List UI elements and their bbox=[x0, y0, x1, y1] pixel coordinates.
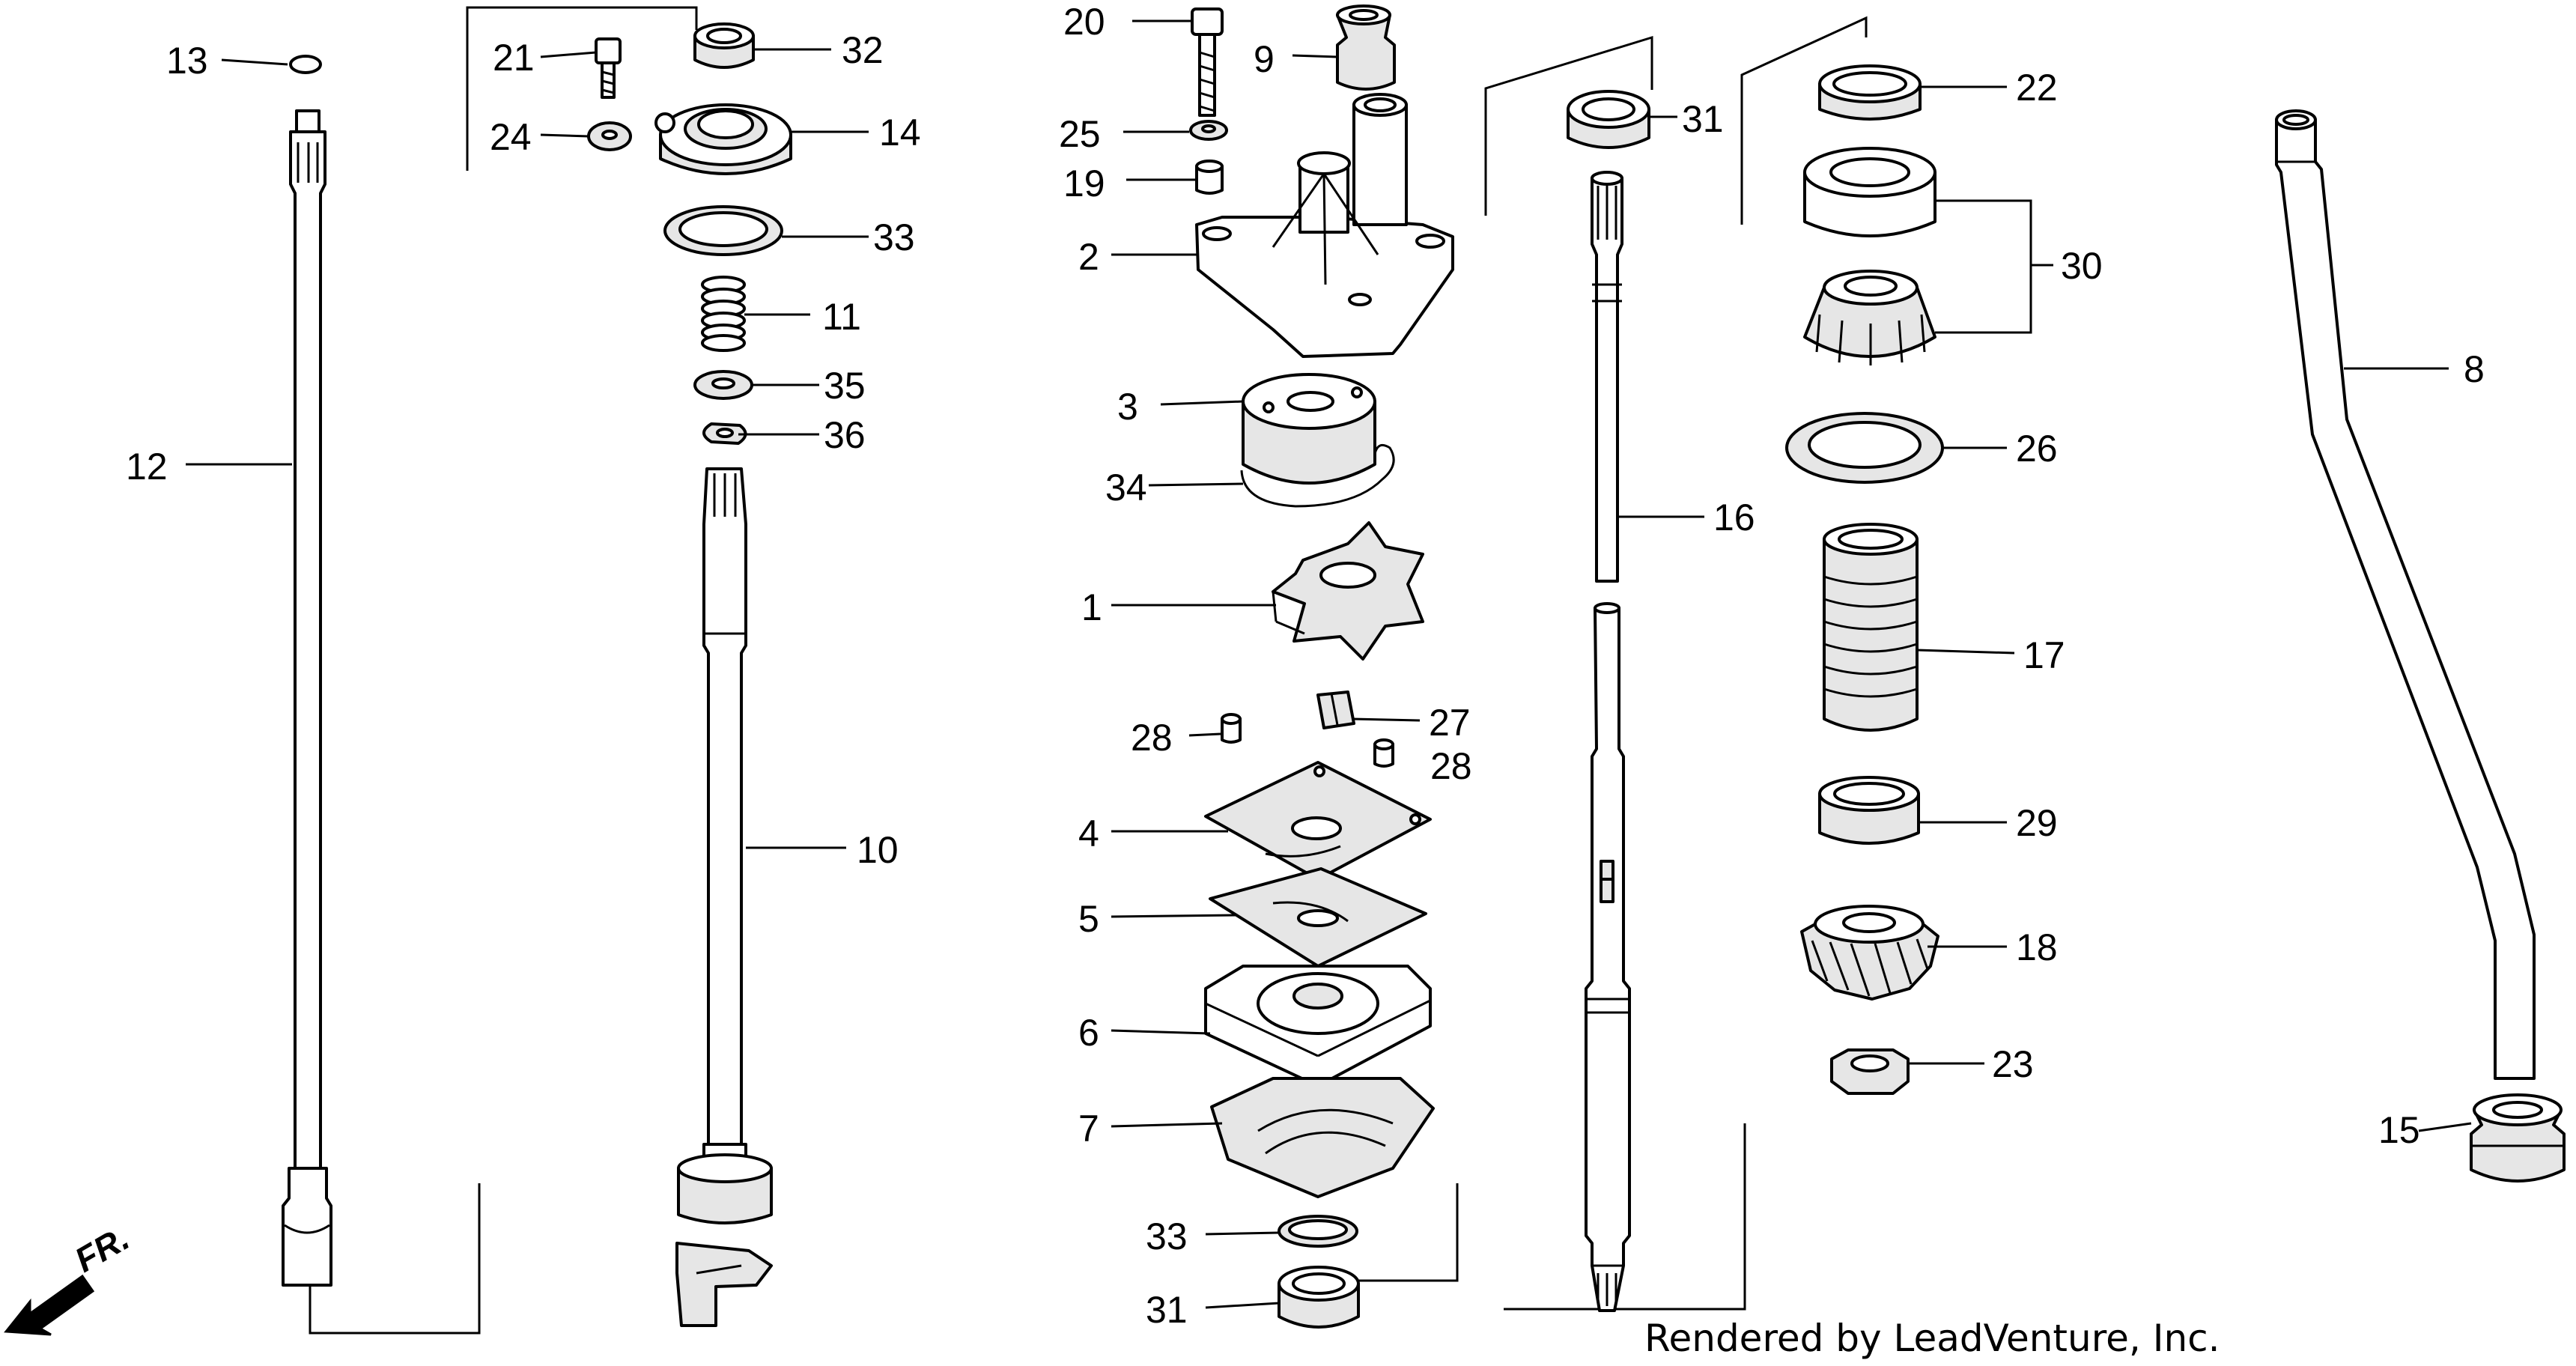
callout-1: 1 bbox=[1081, 586, 1102, 628]
part-36-washer bbox=[693, 370, 753, 400]
callout-34: 34 bbox=[1105, 467, 1147, 509]
part-31-seal-bottom bbox=[1278, 1266, 1360, 1329]
callout-4: 4 bbox=[1078, 813, 1099, 854]
part-5-gasket bbox=[1209, 867, 1427, 968]
part-30-bearing-race bbox=[1803, 147, 1936, 237]
callout-33: 33 bbox=[873, 216, 915, 258]
part-7-gasket bbox=[1210, 1077, 1435, 1198]
part-14-holder bbox=[654, 103, 792, 175]
part-33-gasket bbox=[663, 205, 783, 256]
credit-text: Rendered by LeadVenture, Inc. bbox=[1644, 1317, 2220, 1360]
callout-12: 12 bbox=[126, 446, 168, 488]
callout-25: 25 bbox=[1059, 113, 1101, 155]
callout-28-right: 28 bbox=[1430, 745, 1472, 787]
callout-15: 15 bbox=[2378, 1109, 2420, 1151]
callout-3: 3 bbox=[1117, 386, 1138, 428]
part-35-oring bbox=[1278, 1215, 1358, 1248]
part-15-grommet bbox=[2470, 1093, 2566, 1183]
part-10-vertical-shaft bbox=[675, 467, 773, 1327]
callout-31-bottom: 31 bbox=[1146, 1289, 1188, 1331]
part-30-bearing-cone bbox=[1803, 270, 1936, 365]
callout-21: 21 bbox=[493, 37, 535, 79]
callout-8: 8 bbox=[2464, 348, 2485, 390]
callout-20: 20 bbox=[1063, 1, 1105, 43]
callout-29: 29 bbox=[2016, 802, 2058, 844]
part-1-impeller bbox=[1272, 521, 1424, 661]
part-21-bolt bbox=[595, 37, 622, 99]
part-16-shaft-upper bbox=[1591, 171, 1623, 583]
part-16-shaft-lower bbox=[1585, 602, 1631, 1312]
part-34-oring bbox=[1240, 443, 1395, 508]
callout-27: 27 bbox=[1429, 702, 1471, 744]
part-37-eclip bbox=[702, 422, 747, 445]
callout-6: 6 bbox=[1078, 1012, 1099, 1054]
part-18-pinion-gear bbox=[1800, 905, 1939, 1001]
part-12-shift-rod bbox=[282, 109, 332, 1287]
part-8-water-tube bbox=[2275, 109, 2536, 1080]
callout-26: 26 bbox=[2016, 428, 2058, 470]
callout-19: 19 bbox=[1063, 163, 1105, 204]
part-13-clip bbox=[289, 55, 322, 74]
part-11-spring bbox=[701, 276, 746, 352]
callout-9: 9 bbox=[1254, 38, 1275, 80]
callout-35: 33 bbox=[1146, 1215, 1188, 1257]
part-28-pin-left bbox=[1221, 713, 1242, 744]
callout-2: 2 bbox=[1078, 236, 1099, 278]
callout-11: 11 bbox=[822, 296, 861, 338]
front-direction-label: FR. bbox=[68, 1218, 136, 1280]
front-direction-arrow: FR. bbox=[4, 1218, 136, 1336]
leader-lines bbox=[186, 19, 2472, 1309]
callout-13: 13 bbox=[166, 40, 208, 82]
callout-23: 23 bbox=[1992, 1043, 2034, 1085]
part-31-seal-top bbox=[1567, 90, 1650, 149]
part-3-impeller-housing bbox=[1242, 373, 1376, 485]
callout-16: 16 bbox=[1713, 497, 1755, 538]
callout-labels: 13 12 21 24 32 14 33 11 35 36 10 20 9 25… bbox=[126, 1, 2485, 1331]
callout-14: 14 bbox=[879, 112, 921, 154]
callout-31-top: 31 bbox=[1682, 98, 1724, 140]
part-32-seal bbox=[693, 22, 755, 69]
part-26-shim bbox=[1785, 412, 1944, 484]
part-22-bushing bbox=[1818, 64, 1922, 121]
callout-30: 30 bbox=[2061, 245, 2103, 287]
callout-32: 32 bbox=[842, 29, 884, 71]
part-28-pin-right bbox=[1373, 738, 1394, 768]
callout-18: 18 bbox=[2016, 926, 2058, 968]
callout-36: 35 bbox=[824, 365, 866, 407]
callout-37: 36 bbox=[824, 414, 866, 456]
part-17-sleeve bbox=[1823, 523, 1919, 732]
part-4-plate bbox=[1204, 761, 1432, 881]
part-23-nut bbox=[1830, 1048, 1910, 1095]
part-6-lower-plate bbox=[1204, 965, 1432, 1087]
part-2-pump-housing bbox=[1195, 93, 1454, 358]
part-29-needle-bearing bbox=[1818, 776, 1920, 845]
callout-17: 17 bbox=[2023, 634, 2065, 676]
part-20-bolt bbox=[1191, 7, 1224, 117]
part-19-collar bbox=[1195, 160, 1224, 195]
part-27-key bbox=[1316, 690, 1355, 729]
callout-7: 7 bbox=[1078, 1108, 1099, 1150]
callout-5: 5 bbox=[1078, 898, 1099, 940]
callout-28-left: 28 bbox=[1131, 717, 1173, 759]
part-25-washer bbox=[1189, 120, 1228, 141]
callout-22: 22 bbox=[2016, 67, 2058, 109]
callout-10: 10 bbox=[857, 829, 899, 871]
callout-24: 24 bbox=[490, 116, 532, 158]
part-9-grommet bbox=[1336, 4, 1396, 91]
part-24-washer bbox=[587, 121, 632, 151]
